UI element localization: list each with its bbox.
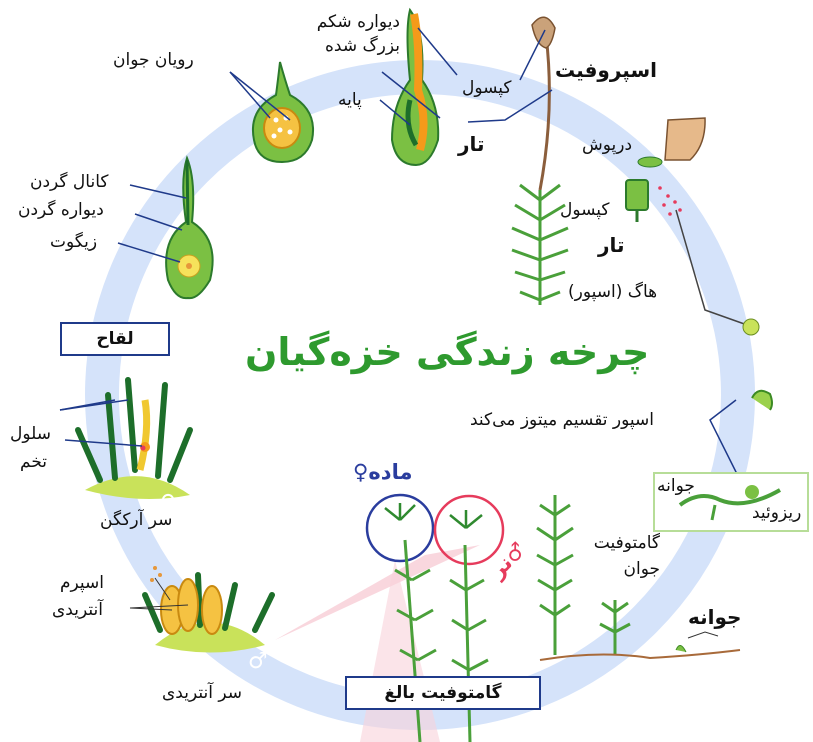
female-symbol: ♀ [353, 460, 368, 484]
fertilization-box: لقاح [60, 322, 170, 356]
operculum-label: درپوش [582, 135, 632, 155]
seta-right-label: تار [598, 233, 625, 257]
sporophyte-label: اسپروفیت [555, 58, 657, 82]
antheridium-label: آنتریدی [52, 600, 103, 620]
zygote-label: زیگوت [50, 232, 97, 252]
female-text: ماده [368, 460, 412, 484]
rhizoid-label: ریزوئید [752, 503, 801, 523]
sperm-label: اسپرم [60, 573, 104, 593]
antheridial-head-label: سر آنتریدی [162, 683, 242, 703]
archegonial-head-plant [60, 380, 190, 499]
capsule-top-label: کپسول [462, 78, 512, 98]
diagram-title: چرخه زندگی خزه‌گیان [245, 330, 649, 374]
female-label: ♀ماده [353, 460, 412, 484]
protonema-bud-label: جوانه [657, 476, 695, 496]
neck-canal-label: کانال گردن [30, 172, 108, 192]
foot-label: پایه [338, 90, 362, 110]
cell-label: سلول [10, 424, 51, 444]
neck-wall-label: دیواره گردن [18, 200, 104, 220]
seta-top-label: تار [458, 132, 485, 156]
male-beam [275, 545, 480, 640]
egg-label: تخم [20, 452, 47, 472]
capsule-right-label: کپسول [560, 200, 610, 220]
enlarged-belly-wall-label: دیواره شکم بزرگ شده [286, 10, 400, 58]
male-circle [435, 496, 503, 564]
archegonial-head-label: سر آرکگن [100, 510, 172, 530]
antheridial-head-plant [130, 566, 272, 653]
bud-bold-label: جوانه [688, 605, 741, 629]
young-gametophyte-label: گامتوفیت جوان [580, 530, 660, 582]
young-embryo-label: رویان جوان [113, 50, 194, 70]
spore-mitosis-label: اسپور تقسیم میتوز می‌کند [470, 410, 654, 430]
adult-gametophyte-box: گامتوفیت بالغ [345, 676, 541, 710]
spore-label: هاگ (اسپور) [568, 282, 657, 302]
male-symbol-ring: ♂ [248, 649, 268, 674]
